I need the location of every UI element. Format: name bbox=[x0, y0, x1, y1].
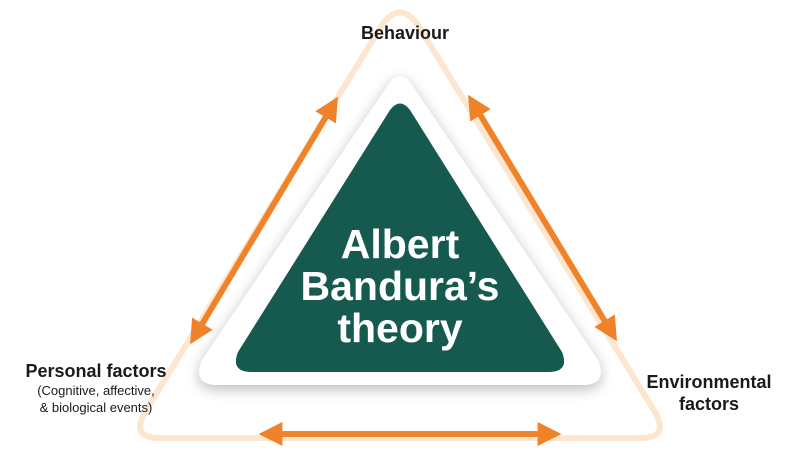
center-title-line-1: Albert bbox=[341, 221, 460, 267]
environmental-factors-title-line-2: factors bbox=[678, 394, 740, 414]
personal-factors-subtitle-line-1: (Cognitive, affective, bbox=[37, 383, 155, 398]
arrow-behaviour-environmental bbox=[468, 94, 617, 342]
personal-factors-subtitle-line-2: & biological events) bbox=[39, 400, 153, 415]
personal-factors-label: Personal factors (Cognitive, affective, … bbox=[6, 360, 186, 416]
center-title-line-3: theory bbox=[337, 305, 463, 351]
personal-factors-title: Personal factors bbox=[25, 361, 167, 381]
outer-triangle-outline bbox=[137, 9, 663, 441]
arrow-personal-behaviour bbox=[190, 96, 338, 345]
environmental-factors-title-line-1: Environmental bbox=[646, 372, 772, 392]
behaviour-label: Behaviour bbox=[300, 22, 510, 44]
environmental-factors-label: Environmental factors bbox=[620, 371, 798, 415]
center-title-line-2: Bandura’s bbox=[301, 263, 500, 309]
behaviour-title: Behaviour bbox=[360, 23, 450, 43]
